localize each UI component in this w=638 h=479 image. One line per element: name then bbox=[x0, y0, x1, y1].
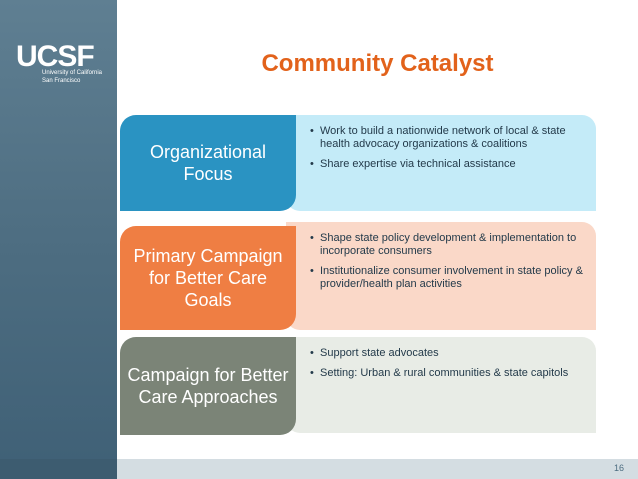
bullet-item: Institutionalize consumer involvement in… bbox=[310, 265, 586, 291]
bullet-item: Support state advocates bbox=[310, 347, 586, 360]
row-primary-campaign: Shape state policy development & impleme… bbox=[120, 222, 610, 338]
ucsf-logo: UCSF University of California San Franci… bbox=[16, 42, 112, 92]
row-campaign-approaches: Support state advocates Setting: Urban &… bbox=[120, 337, 610, 453]
bullet-list: Support state advocates Setting: Urban &… bbox=[310, 347, 586, 380]
category-label: Campaign for Better Care Approaches bbox=[127, 365, 289, 407]
category-box: Primary Campaign for Better Care Goals bbox=[120, 226, 296, 330]
detail-box: Shape state policy development & impleme… bbox=[286, 222, 596, 330]
logo-mark: UCSF bbox=[16, 40, 95, 73]
row-organizational-focus: Work to build a nationwide network of lo… bbox=[120, 115, 610, 231]
category-label: Primary Campaign for Better Care Goals bbox=[133, 246, 283, 310]
bullet-item: Setting: Urban & rural communities & sta… bbox=[310, 367, 586, 380]
slide-title: Community Catalyst bbox=[261, 50, 494, 77]
category-box: Organizational Focus bbox=[120, 115, 296, 211]
detail-box: Work to build a nationwide network of lo… bbox=[286, 115, 596, 211]
footer-sidebar-segment bbox=[0, 459, 117, 479]
footer-bar bbox=[0, 459, 638, 479]
bullet-list: Shape state policy development & impleme… bbox=[310, 232, 586, 291]
page-number: 16 bbox=[613, 463, 624, 473]
bullet-item: Share expertise via technical assistance bbox=[310, 158, 586, 171]
category-label: Organizational Focus bbox=[149, 142, 267, 184]
category-box: Campaign for Better Care Approaches bbox=[120, 337, 296, 435]
bullet-list: Work to build a nationwide network of lo… bbox=[310, 125, 586, 171]
bullet-item: Shape state policy development & impleme… bbox=[310, 232, 586, 258]
logo-line-2: San Francisco bbox=[42, 78, 81, 84]
detail-box: Support state advocates Setting: Urban &… bbox=[286, 337, 596, 433]
bullet-item: Work to build a nationwide network of lo… bbox=[310, 125, 586, 151]
logo-line-1: University of California bbox=[42, 70, 103, 76]
sidebar-band: UCSF University of California San Franci… bbox=[0, 0, 117, 479]
